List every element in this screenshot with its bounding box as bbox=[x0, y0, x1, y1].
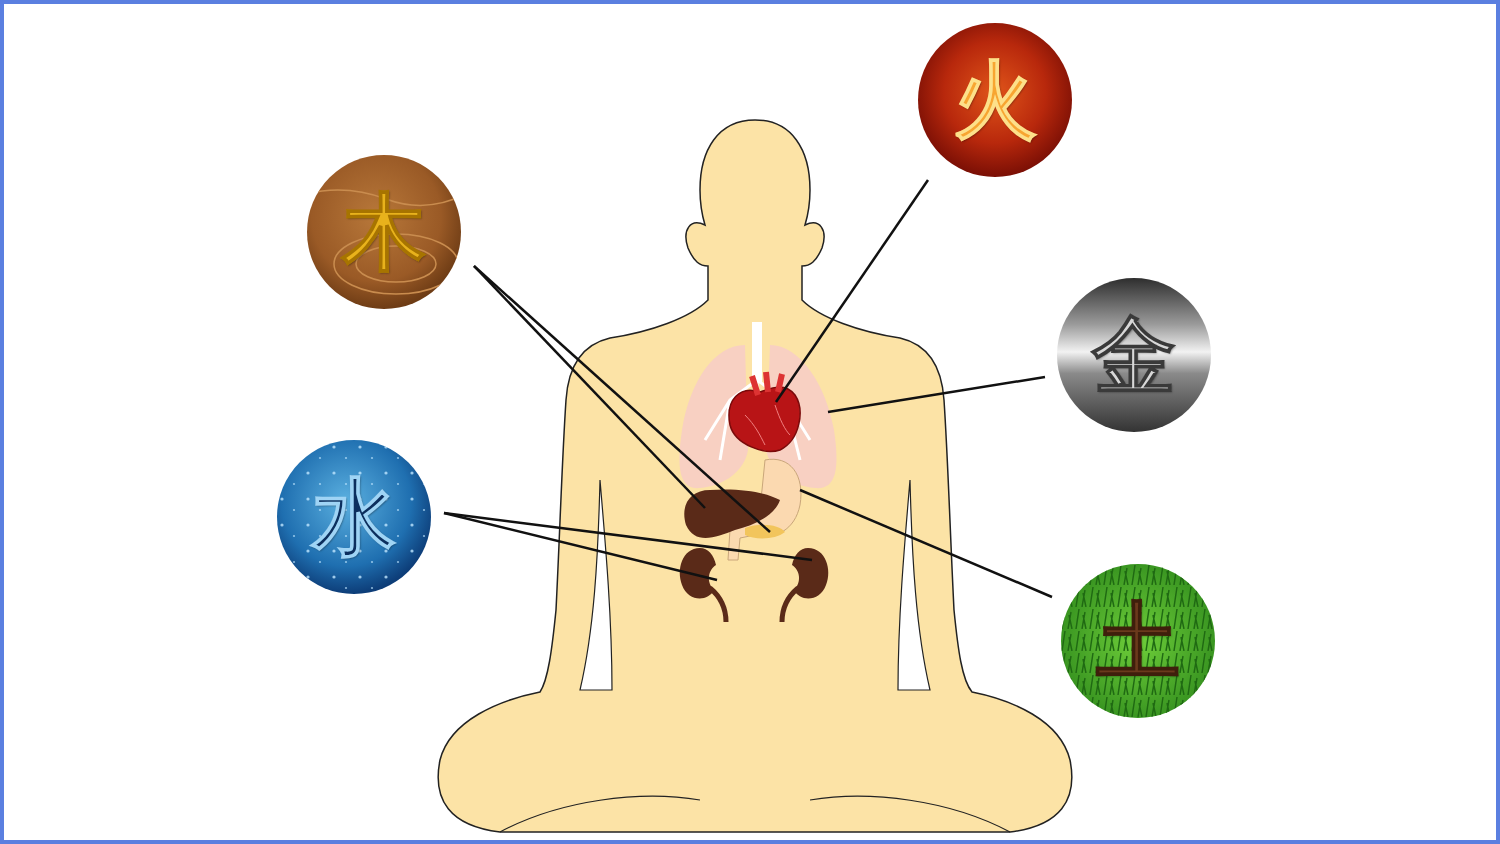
element-circle: 土 bbox=[1060, 563, 1216, 719]
element-character: 土 bbox=[1096, 599, 1180, 683]
leader-lines bbox=[444, 180, 1052, 597]
element-character: 木 bbox=[342, 190, 426, 274]
element-character: 火 bbox=[953, 58, 1037, 142]
heart bbox=[729, 387, 800, 451]
element-character: 金 bbox=[1092, 313, 1176, 397]
element-circle: 金 bbox=[1056, 277, 1212, 433]
element-circle: 火 bbox=[917, 22, 1073, 178]
element-circle: 木 bbox=[306, 154, 462, 310]
body-silhouette bbox=[438, 120, 1072, 832]
element-circle: 水 bbox=[276, 439, 432, 595]
element-character: 水 bbox=[312, 475, 396, 559]
